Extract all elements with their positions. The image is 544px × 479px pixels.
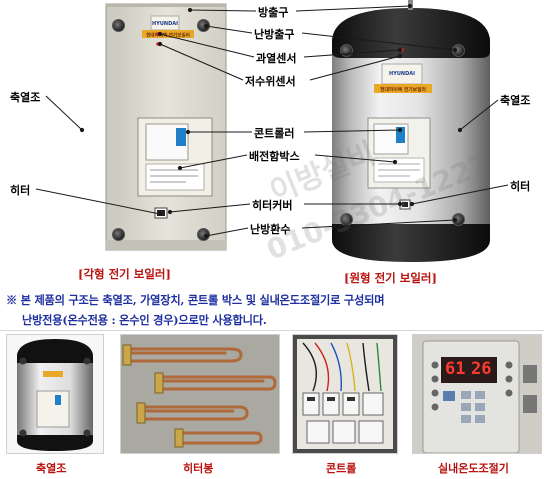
- label-controller: 콘트롤러: [254, 127, 295, 140]
- callout-leader-lines: [35, 3, 509, 239]
- label-storage-tank-left: 축열조: [10, 91, 41, 104]
- thermostat-display-left: 61: [445, 359, 466, 379]
- square-boiler-logo: HYUNDAI: [152, 21, 178, 27]
- label-storage-tank-right: 축열조: [500, 94, 531, 107]
- thumb-room-thermostat: 61 26: [412, 334, 542, 454]
- round-controller-display-icon: [396, 127, 405, 143]
- label-relief-valve: 방출구: [258, 6, 289, 19]
- thermostat-display-right: 26: [471, 359, 492, 379]
- top-right-fitting-icon: [197, 19, 210, 32]
- label-overheat-sensor: 과열센서: [256, 52, 297, 65]
- thumb-caption-heater-rods: 히터봉: [183, 462, 214, 475]
- label-heater-right: 히터: [510, 180, 531, 193]
- round-boiler-illustration: HYUNDAI 현대하이텍 전기보일러: [332, 0, 490, 262]
- round-boiler-tagline: 현대하이텍 전기보일러: [380, 86, 426, 93]
- caption-square-boiler: [각형 전기 보일러]: [78, 267, 171, 281]
- caption-round-boiler: [원형 전기 보일러]: [344, 271, 437, 285]
- square-boiler-tagline: 현대하이텍 전기보일러: [146, 32, 190, 39]
- label-heating-outlet: 난방출구: [254, 28, 295, 41]
- label-junction-box: 배전함박스: [249, 150, 300, 163]
- thumb-caption-storage-tank: 축열조: [36, 462, 67, 475]
- top-left-fitting-icon: [112, 19, 125, 32]
- label-low-water-sensor: 저수위센서: [245, 75, 296, 88]
- thumb-control-box: [292, 334, 398, 454]
- round-boiler-photo: HYUNDAI 현대하이텍 전기보일러: [330, 0, 497, 262]
- label-heating-return: 난방환수: [250, 223, 291, 236]
- label-heater-cover: 히터커버: [252, 199, 293, 212]
- round-boiler-logo: HYUNDAI: [389, 71, 415, 77]
- bottom-left-fitting-icon: [112, 228, 125, 241]
- label-heater-left: 히터: [10, 184, 31, 197]
- product-note-line2: 난방전용(온수전용 : 온수인 경우)으로만 사용합니다.: [22, 313, 267, 327]
- thumb-heater-rods: [120, 334, 280, 454]
- thumb-caption-control-box: 콘트롤: [326, 462, 357, 475]
- thumb-caption-room-thermostat: 실내온도조절기: [438, 462, 509, 475]
- controller-display-icon: [176, 128, 186, 146]
- section-divider: [0, 330, 544, 331]
- thumb-storage-tank: [6, 334, 104, 454]
- round-bottom-right-fitting-icon: [452, 213, 465, 226]
- product-note-line1: ※ 본 제품의 구조는 축열조, 가열장치, 콘트롤 박스 및 실내온도조절기로…: [6, 293, 385, 307]
- round-top-right-fitting-icon: [452, 44, 465, 57]
